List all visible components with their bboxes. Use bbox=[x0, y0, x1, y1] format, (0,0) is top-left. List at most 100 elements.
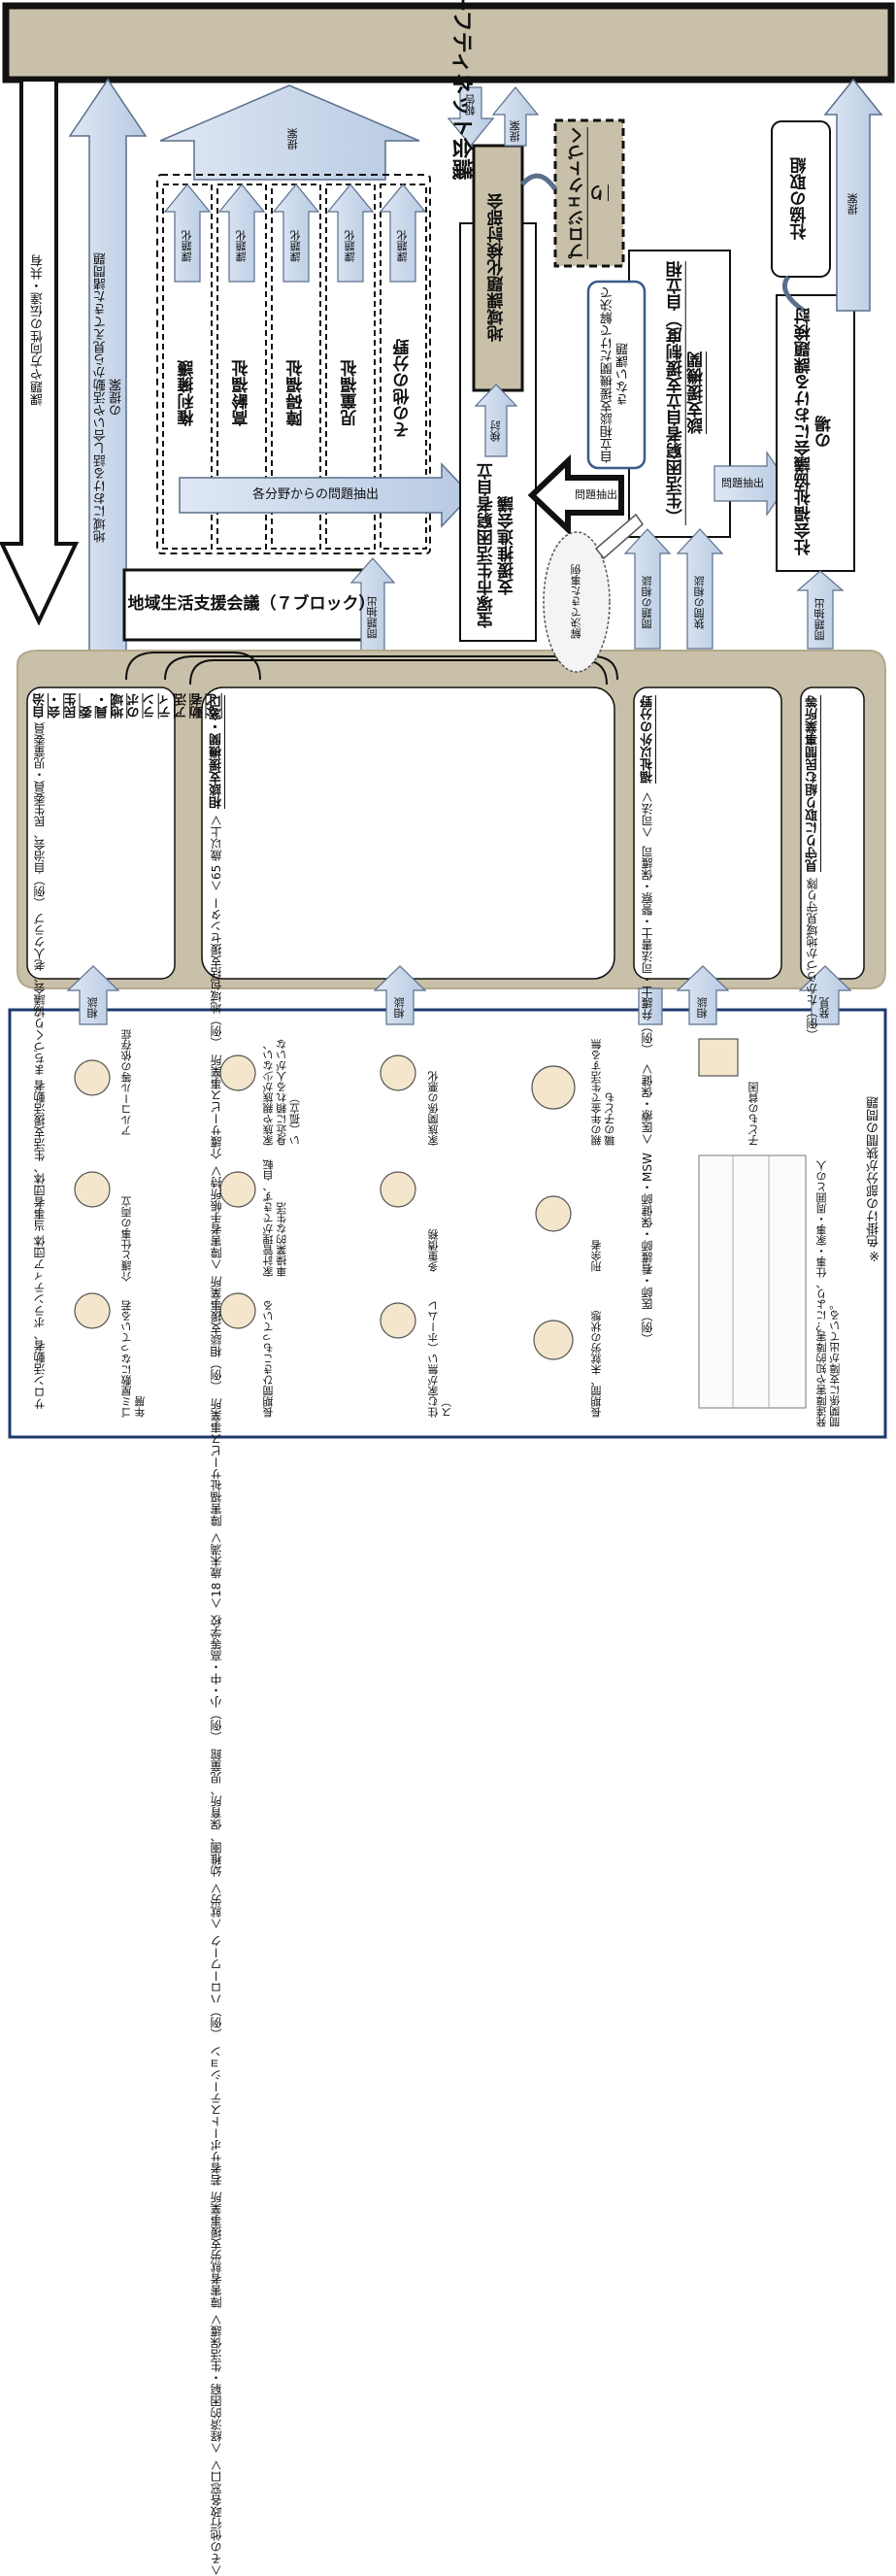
hakken-label: 発見 bbox=[818, 997, 832, 1019]
kadaika-2: 課題化 bbox=[235, 230, 249, 263]
hazama-soudan-arrow-1 bbox=[676, 528, 724, 650]
soudan-arrow-1 bbox=[66, 965, 120, 1025]
curve-1 bbox=[125, 652, 261, 681]
issue-9: 住む家が無い（ホームレス） bbox=[427, 1300, 453, 1418]
box-jichikai-title: 自治会・民生委員・地域のボランティア活動者など bbox=[33, 693, 221, 719]
kadaika-3: 課題化 bbox=[289, 230, 303, 263]
bukai-project-curve bbox=[520, 173, 558, 191]
teian-label-1: 提案 bbox=[286, 128, 300, 150]
box-fukushi-title: 福祉以外の分野 bbox=[641, 695, 655, 784]
issue-1: アルコール等の依存症 bbox=[120, 1029, 133, 1136]
figure-8 bbox=[380, 1171, 416, 1208]
bunya-1: 権利擁護 bbox=[178, 360, 198, 426]
chushutsu-arrow-1 bbox=[349, 557, 396, 653]
curve-2 bbox=[189, 659, 608, 686]
figure-4 bbox=[219, 1054, 256, 1091]
hokoku-arrow bbox=[447, 86, 495, 147]
issue-2: 介護と仕事の両立 bbox=[120, 1196, 133, 1282]
network-title-bar bbox=[2, 2, 895, 84]
fukushi-line-1: ＜司法＞ bbox=[641, 791, 654, 839]
kaiketsu-label: 解決できた事例 bbox=[570, 564, 583, 640]
kadaika-4: 課題化 bbox=[344, 230, 357, 263]
jiritsu-kikan-label: （生活困窮者自立支援制度）自立相談支援機関 bbox=[666, 261, 707, 525]
figure-1 bbox=[74, 1059, 111, 1096]
soudan-label-1: 相談 bbox=[86, 997, 100, 1019]
link-bar bbox=[638, 987, 663, 1025]
soudan-line-9: 幼稚園、保育所、児童館 bbox=[210, 1749, 223, 1878]
issue-10: 親の年金で生活する無職の子ども bbox=[590, 1039, 616, 1146]
soudan-line-7: ＜18 歳未満＞ bbox=[210, 1532, 223, 1610]
kadaika-5: 課題化 bbox=[396, 230, 410, 263]
issue-5: 家計管理ができず、自転車操業的な生活 bbox=[262, 1159, 288, 1277]
bunya-arrow bbox=[179, 462, 473, 528]
issue-7: 家族関係の悪化 bbox=[427, 1071, 440, 1146]
issue-14: 発達障害や知的障害？により、仕事・家事・周囲との人間関係に支障が出ている。 bbox=[815, 1160, 842, 1427]
chiiki-kaigi-label: 地域生活支援会議（７ブロック） bbox=[127, 594, 376, 615]
kaiketsu-pointer bbox=[594, 513, 645, 560]
kadaika-arrow-1 bbox=[163, 184, 212, 283]
jiritsu-note-box bbox=[586, 280, 647, 470]
box-mimamori-title: 見守りに取り組む民間事業所等 bbox=[806, 695, 820, 872]
figure-6 bbox=[219, 1292, 256, 1329]
box-mimamori: 見守りに取り組む民間事業所等 （例）たからづか地域見守り隊 bbox=[806, 695, 860, 1041]
box-soudan: 相談支援機関・窓口 ＜65 歳以上＞ （例）地域包括支援センター 介護サービス事… bbox=[210, 695, 608, 2576]
soudan-line-13: 障害者就労支援事業所 bbox=[210, 2191, 223, 2309]
soudan-arrow-3 bbox=[676, 965, 730, 1025]
project-box bbox=[553, 118, 625, 268]
fukushi-line-2: （例）弁護士・司法書士・警察・保護司 bbox=[641, 846, 654, 1056]
teian-label-2: 提案 bbox=[509, 120, 522, 142]
figure-3 bbox=[74, 1292, 111, 1329]
shakyo-ba-box bbox=[776, 294, 855, 572]
figure-9 bbox=[380, 1302, 416, 1339]
shakyo-ba-label: 社会福祉協議会における課題検討の場 bbox=[794, 308, 835, 556]
chushutsu-label-2: 問題抽出 bbox=[813, 598, 827, 641]
figure-11 bbox=[535, 1195, 572, 1232]
soudan-line-8: （例）小・中・高等学校 bbox=[210, 1615, 223, 1744]
chushutsu-label-1: 問題抽出 bbox=[366, 596, 380, 639]
soudan-line-12: 若者サポートステーション bbox=[210, 2046, 223, 2187]
chushutsu-arrow-2 bbox=[796, 570, 845, 650]
bunya-2: 高齢福祉 bbox=[232, 360, 252, 426]
soudan-line-2: （例）地域包括支援センター bbox=[210, 897, 223, 1050]
kentou-arrow bbox=[474, 384, 518, 457]
soudan-line-1: ＜65 歳以上＞ bbox=[210, 815, 223, 892]
issue-13: 子どもの貧困 bbox=[747, 1082, 760, 1146]
kadaika-arrow-4 bbox=[326, 184, 375, 283]
diagram-graphics bbox=[0, 2, 895, 1439]
teian-label-3: 提案 bbox=[846, 193, 860, 215]
figure-2 bbox=[74, 1171, 111, 1208]
soudan-label-2: 相談 bbox=[393, 997, 407, 1019]
soudan-line-14: ＜経済的困窮・生活保護＞ bbox=[210, 2314, 223, 2455]
issue-8: 多重債務 bbox=[427, 1229, 440, 1272]
kadai-soudan-label: 問題の相談 bbox=[641, 576, 654, 630]
shakyo-teian-arrow bbox=[823, 78, 883, 312]
hazama-soudan-label-1: 狭間の相談 bbox=[693, 576, 707, 630]
box-fukushi-igai: 福祉以外の分野 ＜司法＞ （例）弁護士・司法書士・警察・保護司 ＜医療・保健＞ … bbox=[641, 695, 777, 1345]
teian-arrow-2 bbox=[491, 86, 540, 147]
issue-12: 長期間、未就労の状態 bbox=[590, 1311, 603, 1418]
issue-3: ゴミ屋敷になっている若年層 bbox=[120, 1300, 147, 1418]
chiiki-kaigi-box bbox=[122, 568, 381, 642]
comic-panel bbox=[698, 1154, 807, 1409]
hazama-right-label: 問題抽出 bbox=[721, 477, 764, 490]
soudan-line-15: ＜その他行政各窓口＞ bbox=[210, 2459, 223, 2576]
kaiketsu-ellipse bbox=[543, 531, 611, 673]
issue-4: 家族や親族が少ない、身近に頼れる人がいない（孤立） bbox=[262, 1039, 302, 1146]
hokoku-label: 報告 bbox=[464, 94, 478, 116]
curve-3 bbox=[164, 655, 618, 681]
kadai-soudan-arrow bbox=[623, 528, 672, 650]
figure-7 bbox=[380, 1054, 416, 1091]
kadaika-arrow-5 bbox=[379, 184, 427, 283]
kadaika-arrow-2 bbox=[217, 184, 266, 283]
issue-11: 刑余者 bbox=[590, 1240, 603, 1272]
kentou-label: 検討 bbox=[489, 420, 503, 442]
soudan-arrow-2 bbox=[373, 965, 427, 1025]
bunya-5: その他の分野 bbox=[393, 339, 414, 438]
fukushi-line-4: （例）医師・看護師・保健師・MSW bbox=[641, 1153, 654, 1345]
bunya-arrow-label: 各分野からの問題抽出 bbox=[251, 486, 379, 502]
kadaika-arrow-3 bbox=[272, 184, 320, 283]
bunya-3: 障碍福祉 bbox=[286, 360, 307, 426]
shakyo-torikumi-label: 社協の取組 bbox=[790, 157, 811, 241]
box-soudan-title: 相談支援機関・窓口 bbox=[210, 695, 224, 809]
